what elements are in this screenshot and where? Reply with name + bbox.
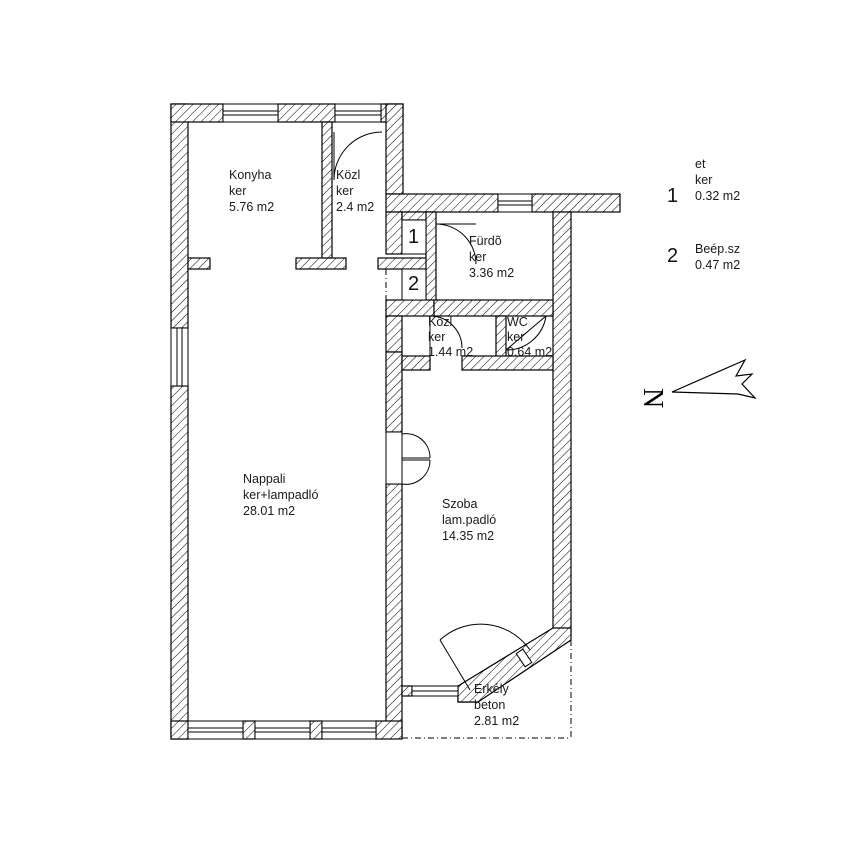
legend-num-1: 1 — [667, 185, 678, 207]
marker-box-1 — [401, 219, 427, 255]
wall-corridor-left — [385, 315, 403, 353]
wall-under-kitchen-b — [295, 257, 347, 270]
wall-bottom-c — [309, 720, 323, 740]
wall-szoba-left-b — [385, 483, 403, 739]
windows — [170, 103, 533, 740]
wall-shaft-2 — [385, 299, 435, 317]
wall-under-kozl-a — [401, 355, 431, 371]
legend-num-2: 2 — [667, 245, 678, 267]
marker-number-2: 2 — [408, 273, 419, 295]
wall-bottom-d — [375, 720, 403, 740]
wall-balcony-a — [401, 685, 413, 697]
wall-bath-top-b — [531, 193, 621, 213]
wall-under-kitchen-a — [187, 257, 211, 270]
doors — [333, 131, 547, 691]
wall-left-upper — [170, 103, 189, 329]
wall-kozl-right — [385, 103, 404, 195]
wall-left-lower — [170, 385, 189, 740]
wall-shaft-1c — [425, 211, 437, 305]
wall-bath-top-a — [385, 193, 499, 213]
north-arrow-icon: N — [637, 358, 757, 408]
wall-bath-bottom — [433, 299, 554, 317]
wall-under-kozl-b — [461, 355, 554, 371]
wall-top-b — [277, 103, 336, 123]
wall-under-kitchen-c — [377, 257, 433, 270]
walls — [170, 103, 621, 740]
shaft-markers: 1 2 — [401, 219, 427, 301]
marker-box-2 — [401, 268, 427, 301]
wall-bottom-a — [170, 720, 189, 740]
wall-szoba-left-a — [385, 351, 403, 433]
wall-bottom-b — [242, 720, 256, 740]
marker-number-1: 1 — [408, 226, 419, 248]
wall-top-a — [170, 103, 224, 123]
wall-kitchen-kozl — [321, 121, 333, 259]
wall-shaft-1 — [385, 211, 403, 255]
north-letter: N — [637, 388, 668, 408]
dashed-outlines — [385, 269, 572, 739]
wall-east — [552, 211, 572, 633]
